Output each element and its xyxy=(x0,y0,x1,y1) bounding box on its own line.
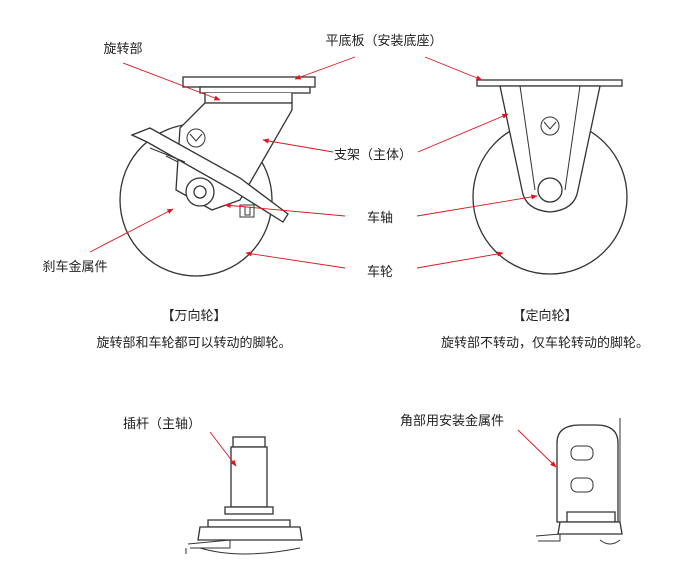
caption-fixed-desc: 旋转部不转动，仅车轮转动的脚轮。 xyxy=(441,335,649,351)
leader-lines xyxy=(89,56,557,468)
label-axle: 车轴 xyxy=(367,210,393,226)
label-swivel: 旋转部 xyxy=(103,42,142,57)
label-stem: 插杆（主轴） xyxy=(123,417,201,432)
label-top-plate: 平底板（安装底座） xyxy=(325,33,442,49)
fixed-top-plate xyxy=(476,79,623,87)
caption-fixed-title: 【定向轮】 xyxy=(512,308,577,324)
stem-shaft xyxy=(230,446,268,508)
stem-drawing xyxy=(185,436,303,555)
label-bracket: 支架（主体） xyxy=(334,148,412,163)
label-brake: 刹车金属件 xyxy=(42,259,107,275)
swivel-caster-drawing xyxy=(119,76,316,277)
swivel-brake-lever xyxy=(130,127,289,223)
corner-plate xyxy=(556,424,619,523)
label-wheel: 车轮 xyxy=(367,264,393,280)
label-corner-fitting: 角部用安装金属件 xyxy=(400,413,504,429)
caption-swivel-title: 【万向轮】 xyxy=(161,308,226,324)
fixed-axle xyxy=(537,177,563,203)
caption-swivel-desc: 旋转部和车轮都可以转动的脚轮。 xyxy=(96,335,291,351)
corner-fitting-drawing xyxy=(535,418,623,545)
fixed-caster-drawing xyxy=(472,79,628,275)
